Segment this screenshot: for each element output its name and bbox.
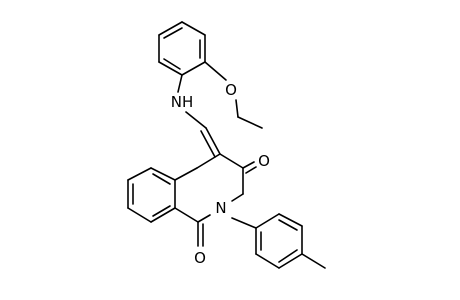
bond	[278, 213, 303, 227]
nh-atom-label: NH	[171, 93, 194, 111]
bond	[200, 130, 216, 158]
bond	[150, 167, 176, 181]
bond	[245, 166, 257, 174]
bond	[242, 161, 255, 169]
ether-oxygen-label: O	[225, 81, 237, 99]
bond	[219, 153, 244, 169]
bond	[231, 193, 244, 202]
bond	[255, 213, 280, 229]
bond	[204, 61, 227, 81]
aromatic-bond	[163, 27, 183, 39]
bond	[185, 111, 207, 129]
aromatic-bond	[152, 173, 171, 185]
benzo-ring	[127, 167, 176, 223]
isoquinolinedione-ring	[174, 153, 244, 223]
ethoxy-group	[204, 61, 263, 129]
bond	[150, 207, 176, 223]
ketone-double-bond	[242, 161, 257, 174]
bond	[205, 127, 221, 155]
methylidene-double-bond	[200, 127, 221, 158]
bond	[127, 167, 152, 181]
bond	[181, 21, 206, 36]
bond	[237, 116, 263, 129]
tolyl-ring	[255, 213, 303, 269]
ring-nitrogen-label: N	[215, 199, 226, 217]
amide-double-bond	[197, 221, 204, 247]
aromatic-bond	[163, 58, 181, 70]
bond	[174, 207, 199, 223]
bond	[158, 61, 183, 76]
bond	[278, 253, 303, 269]
bond	[158, 21, 183, 36]
bond	[231, 217, 257, 229]
bond	[181, 61, 206, 76]
bond	[196, 153, 221, 169]
aromatic-bond	[278, 219, 298, 231]
bond	[235, 99, 239, 118]
bond	[174, 167, 198, 181]
bond	[177, 74, 183, 93]
aromatic-bond	[152, 205, 171, 217]
ketone-oxygen-label: O	[258, 152, 270, 170]
ethoxyphenyl-ring	[158, 21, 206, 76]
bond	[127, 207, 152, 223]
aromatic-bond	[278, 249, 298, 263]
bond	[197, 214, 211, 223]
methyl-bond	[301, 253, 326, 269]
bond	[255, 253, 280, 269]
amide-oxygen-label: O	[194, 249, 206, 267]
